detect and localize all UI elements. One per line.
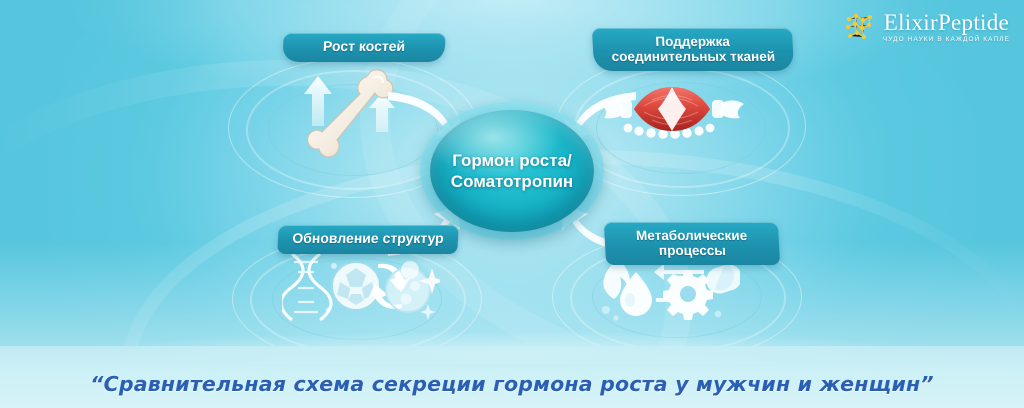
logo-text-group: ElixirPeptide ЧУДО НАУКИ В КАЖДОЙ КАПЛЕ	[883, 11, 1010, 43]
metabolic-processes-illustration	[602, 260, 740, 321]
molecule-icon	[845, 13, 872, 39]
bone-icon	[307, 69, 394, 158]
label-structure-renewal[interactable]: Обновление структур	[277, 225, 459, 254]
up-arrow-icon	[304, 76, 332, 126]
up-arrow-icon	[369, 93, 395, 132]
sparkle-icon	[325, 263, 440, 320]
label-connective-tissue-line2: соединительных тканей	[611, 49, 776, 65]
caption-band: “Сравнительная схема секреции гормона ро…	[0, 320, 1024, 408]
flame-icon	[603, 260, 630, 299]
label-metabolic-processes[interactable]: Метаболические процессы	[603, 222, 781, 266]
bone-growth-illustration	[304, 69, 395, 158]
label-metabolic-line1: Метаболические	[635, 228, 748, 243]
logo-name: ElixirPeptide	[883, 9, 1010, 35]
central-label-line2: Соматотропин	[450, 172, 574, 191]
sphere-body	[430, 110, 594, 232]
central-label-line1: Гормон роста/	[452, 150, 572, 170]
central-node-label: Гормон роста/ Соматотропин	[430, 110, 594, 232]
gear-icon	[663, 270, 713, 320]
label-structure-renewal-text: Обновление структур	[291, 230, 445, 246]
water-drop-icon	[620, 272, 652, 316]
brand-logo[interactable]: ElixirPeptide ЧУДО НАУКИ В КАЖДОЙ КАПЛЕ	[843, 10, 1010, 44]
caption-title: “Сравнительная схема секреции гормона ро…	[90, 372, 934, 396]
connective-tissue-illustration	[600, 87, 744, 139]
label-metabolic-line2: процессы	[658, 243, 727, 259]
capsule-icon	[706, 262, 740, 294]
cell-icon	[331, 261, 381, 311]
bubble-decor	[602, 306, 722, 321]
dna-helix-icon	[282, 252, 333, 322]
structure-renewal-illustration	[282, 252, 440, 322]
label-connective-tissue[interactable]: Поддержка соединительных тканей	[591, 28, 795, 72]
label-connective-tissue-line1: Поддержка	[655, 34, 731, 49]
cell-icon	[385, 261, 431, 313]
label-bone-growth-text: Рост костей	[322, 38, 406, 54]
central-node: Гормон роста/ Соматотропин	[412, 98, 612, 244]
logo-tagline: ЧУДО НАУКИ В КАЖДОЙ КАПЛЕ	[882, 35, 1010, 43]
muscle-icon	[634, 87, 710, 131]
label-bone-growth[interactable]: Рост костей	[282, 33, 446, 62]
